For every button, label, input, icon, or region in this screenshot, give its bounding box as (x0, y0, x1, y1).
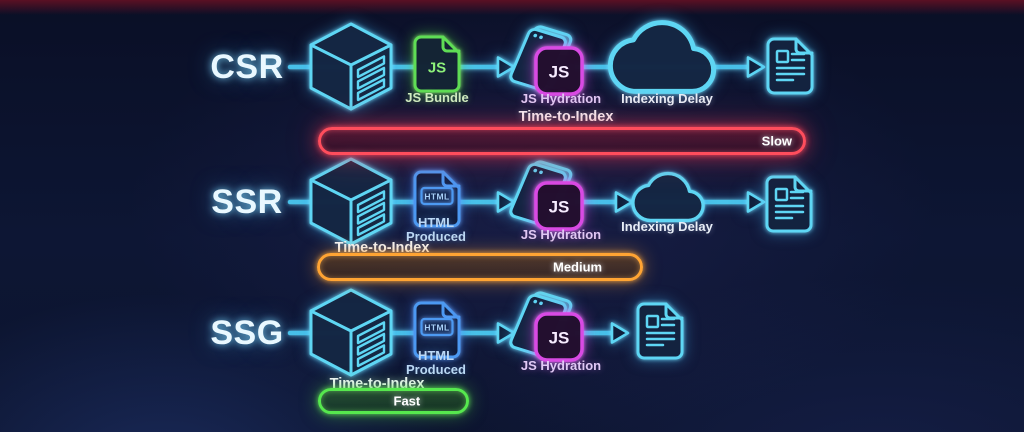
js-hydration-label: JS Hydration (520, 91, 602, 106)
arrowhead-icon (614, 191, 634, 213)
server-icon (309, 22, 393, 111)
js-badge-text: JS (549, 329, 570, 348)
timeline-bar-slow: Slow (318, 127, 806, 155)
html-produced-label: HTML Produced (406, 348, 466, 377)
top-red-haze (0, 0, 1024, 15)
timeline-value: Slow (761, 133, 792, 149)
server-icon (309, 288, 393, 377)
js-hydration-label: JS Hydration (520, 358, 602, 373)
js-badge-text: JS (549, 198, 570, 217)
row-title-csr: CSR (210, 48, 284, 86)
arrowhead-icon (746, 191, 766, 213)
time-to-index-label: Time-to-Index (334, 240, 430, 256)
html-produced-label: HTML Produced (406, 215, 466, 244)
html-icon-text: HTML (424, 192, 449, 202)
row-title-ssg: SSG (210, 314, 284, 352)
arrowhead-icon (746, 56, 766, 78)
indexing-delay-label: Indexing Delay (621, 91, 713, 106)
js-bundle-icon-text: JS (428, 60, 446, 77)
cloud-icon (632, 173, 704, 221)
cloud-icon (609, 22, 715, 92)
document-icon (767, 177, 811, 231)
js-hydration-label: JS Hydration (520, 227, 602, 242)
js-badge-text: JS (549, 63, 570, 82)
flow-row-csr: JS JS (287, 22, 812, 111)
document-icon (768, 39, 812, 93)
row-title-ssr: SSR (211, 183, 283, 221)
timeline-value: Medium (553, 259, 603, 275)
timeline-value: Fast (393, 393, 421, 409)
html-file-label-box (420, 186, 454, 206)
timeline-bar-medium: Medium (317, 253, 643, 281)
flow-row-ssg: HTML JS (287, 288, 682, 377)
html-file-label-box (420, 317, 454, 337)
arrowhead-icon (610, 322, 630, 344)
time-to-index-label: Time-to-Index (518, 109, 614, 125)
timeline-bar-fast: Fast (318, 388, 469, 414)
document-icon (638, 304, 682, 358)
indexing-delay-label: Indexing Delay (621, 219, 713, 234)
server-icon (309, 157, 393, 246)
flow-row-ssr: HTML JS (287, 157, 811, 246)
html-icon-text: HTML (424, 323, 449, 333)
js-bundle-label: JS Bundle (405, 90, 469, 105)
